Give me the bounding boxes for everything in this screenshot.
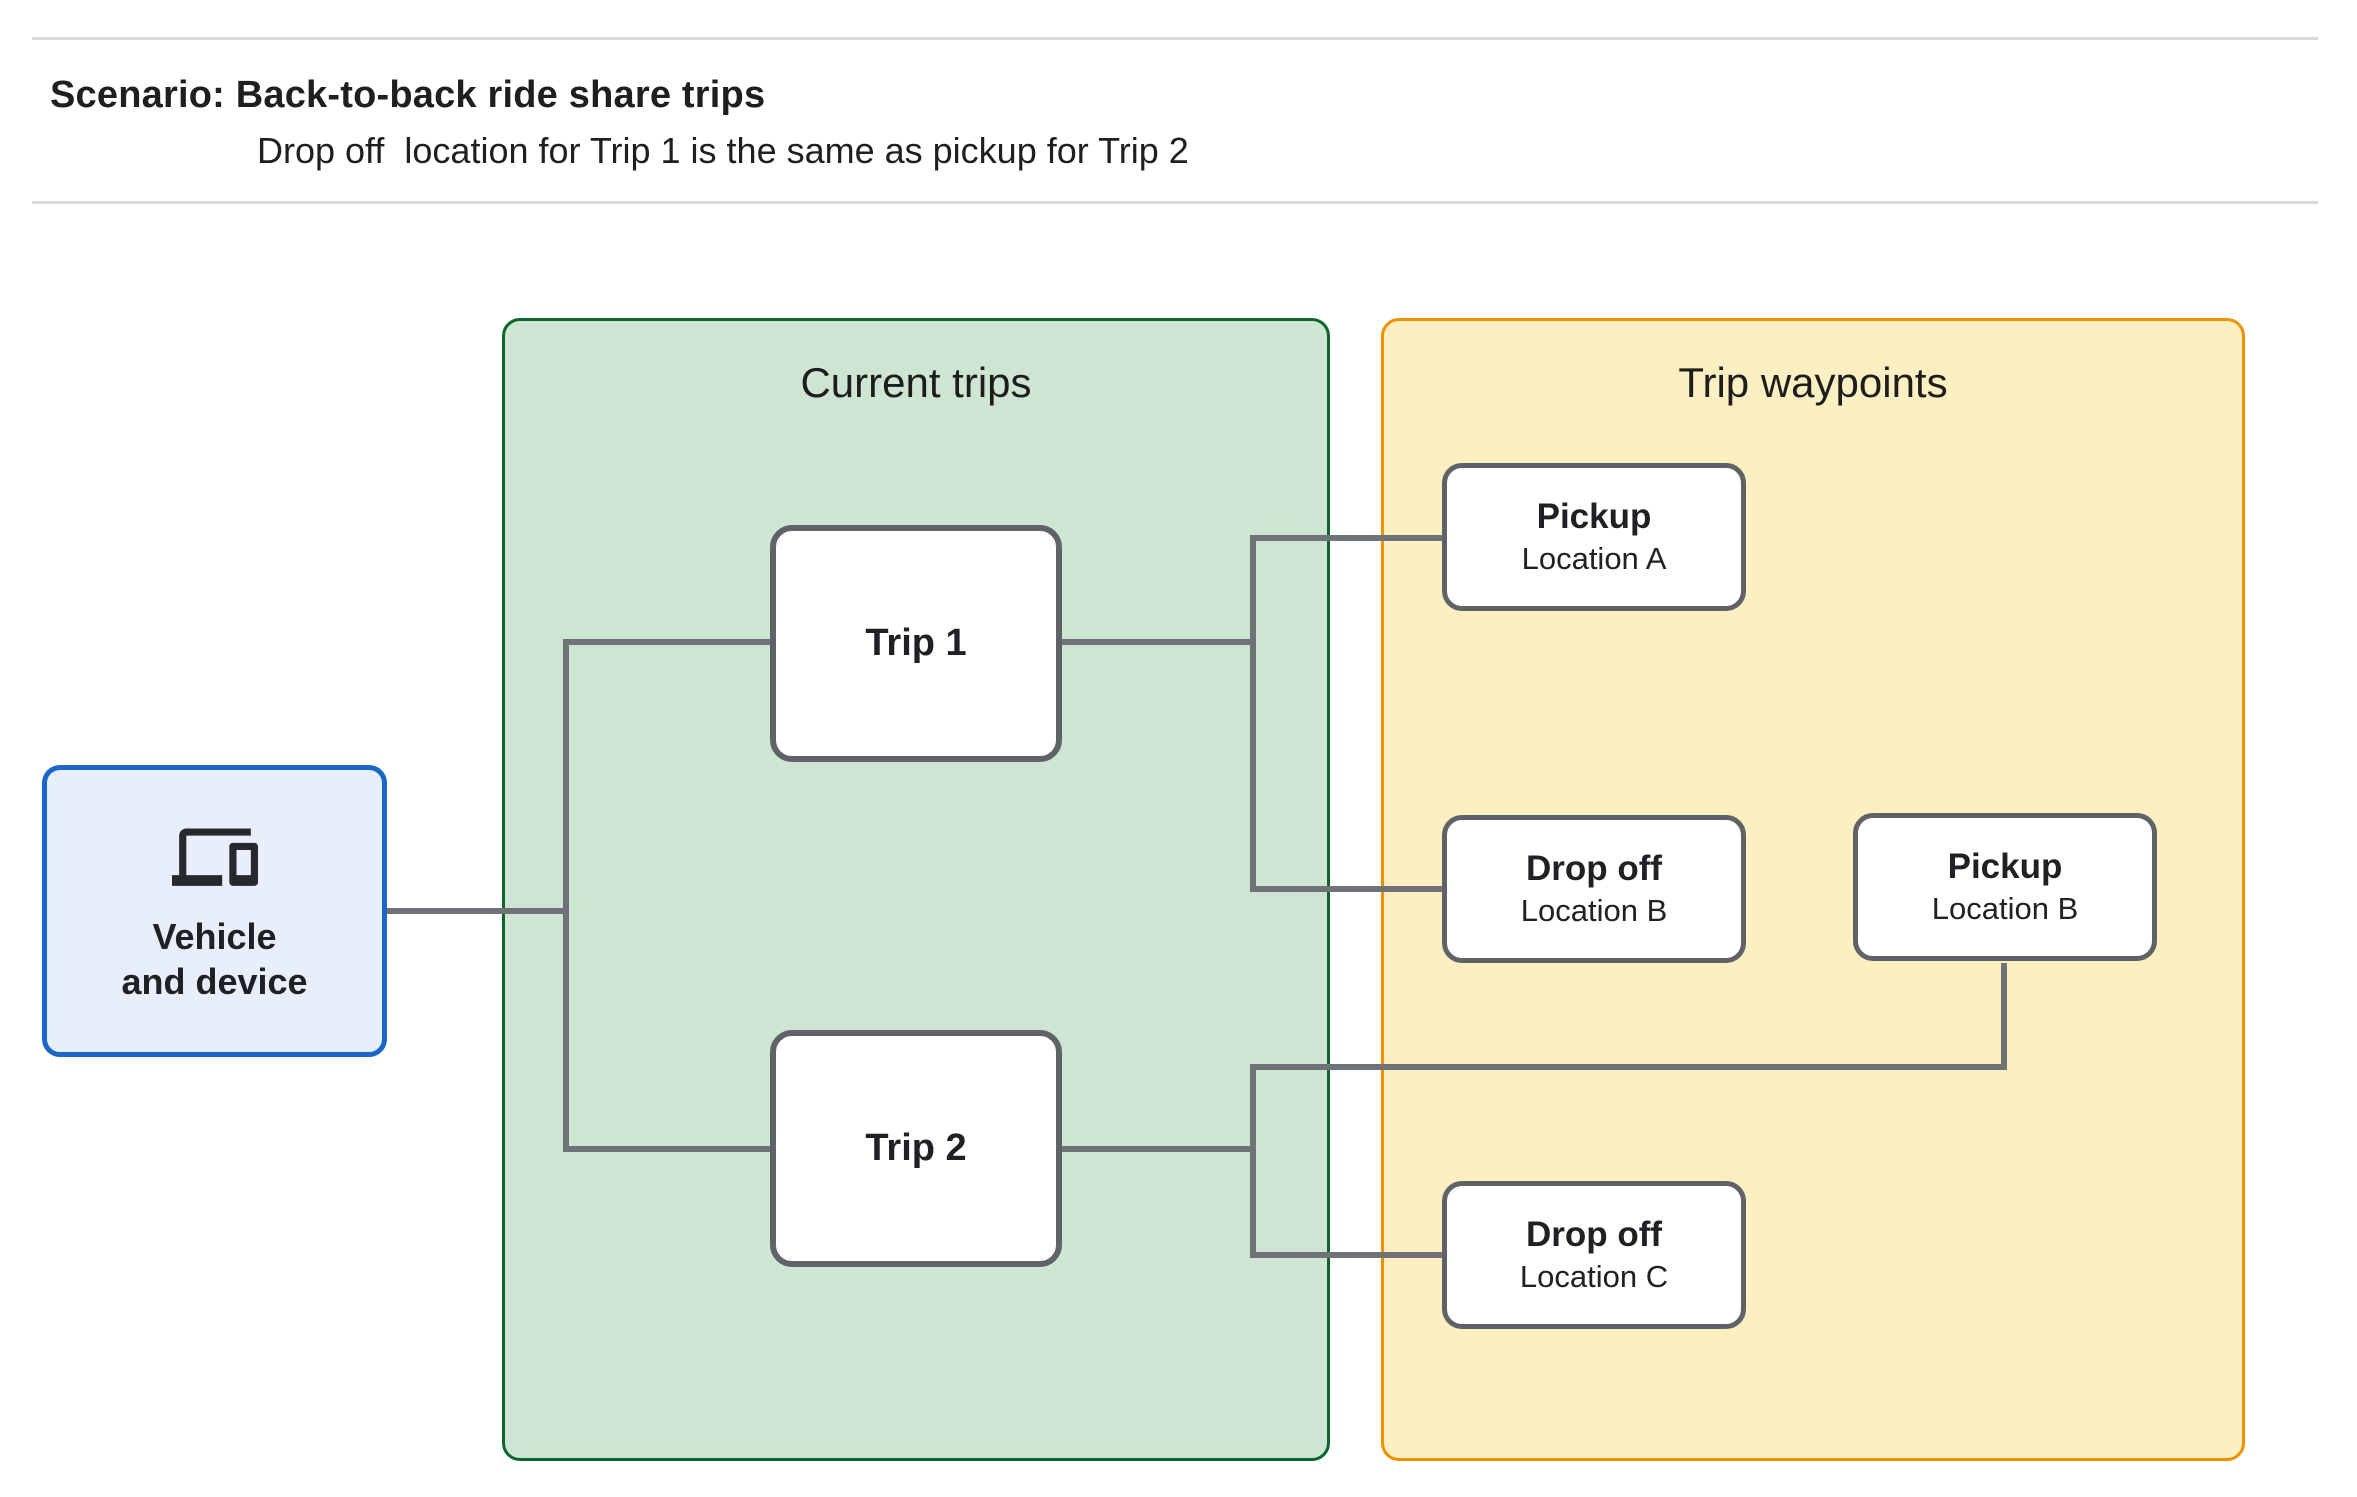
dropoff-location-b-node: Drop off Location B xyxy=(1442,815,1746,963)
current-trips-group: Current trips xyxy=(502,318,1330,1461)
connector-trunk-to-trip1 xyxy=(563,639,770,645)
connector-trip2-out xyxy=(1062,1146,1256,1152)
page-title: Scenario: Back-to-back ride share trips xyxy=(50,74,766,116)
vehicle-label-line2: and device xyxy=(121,961,308,1002)
connector-pickup-b-drop xyxy=(2001,963,2007,1070)
dropoff-c-type: Drop off xyxy=(1525,1215,1663,1254)
pickup-a-type: Pickup xyxy=(1536,497,1652,536)
connector-vehicle-to-trunk xyxy=(387,908,566,914)
connector-trip1-out xyxy=(1062,639,1256,645)
dropoff-b-location: Location B xyxy=(1520,893,1668,928)
pickup-b-location: Location B xyxy=(1931,891,2079,926)
vehicle-node-label: Vehicle and device xyxy=(121,914,307,1004)
trip-2-node: Trip 2 xyxy=(770,1030,1062,1267)
trip-1-label: Trip 1 xyxy=(865,622,967,664)
pickup-location-a-node: Pickup Location A xyxy=(1442,463,1746,611)
top-divider xyxy=(32,37,2318,40)
connector-left-trunk xyxy=(563,639,569,1152)
page-subtitle: Drop off location for Trip 1 is the same… xyxy=(257,130,1189,171)
trip-waypoints-title: Trip waypoints xyxy=(1678,359,1948,406)
connector-to-dropoff-c xyxy=(1250,1252,1442,1258)
devices-icon xyxy=(171,828,258,886)
current-trips-title: Current trips xyxy=(800,359,1032,406)
connector-to-dropoff-b xyxy=(1250,886,1442,892)
header-divider xyxy=(32,201,2318,204)
dropoff-c-location: Location C xyxy=(1519,1259,1669,1294)
vehicle-and-device-node: Vehicle and device xyxy=(42,765,387,1057)
connector-to-pickup-a xyxy=(1250,535,1442,541)
pickup-a-location: Location A xyxy=(1521,541,1667,576)
connector-trip2-trunk xyxy=(1250,1064,1256,1258)
trip-1-node: Trip 1 xyxy=(770,525,1062,762)
pickup-b-type: Pickup xyxy=(1947,847,2063,886)
vehicle-label-line1: Vehicle xyxy=(152,916,277,957)
dropoff-location-c-node: Drop off Location C xyxy=(1442,1181,1746,1329)
connector-trip2-to-pickup-b xyxy=(1250,1064,2007,1070)
dropoff-b-type: Drop off xyxy=(1525,849,1663,888)
connector-trip1-trunk xyxy=(1250,535,1256,892)
trip-2-label: Trip 2 xyxy=(865,1127,967,1169)
pickup-location-b-node: Pickup Location B xyxy=(1853,813,2157,961)
connector-trunk-to-trip2 xyxy=(563,1146,770,1152)
